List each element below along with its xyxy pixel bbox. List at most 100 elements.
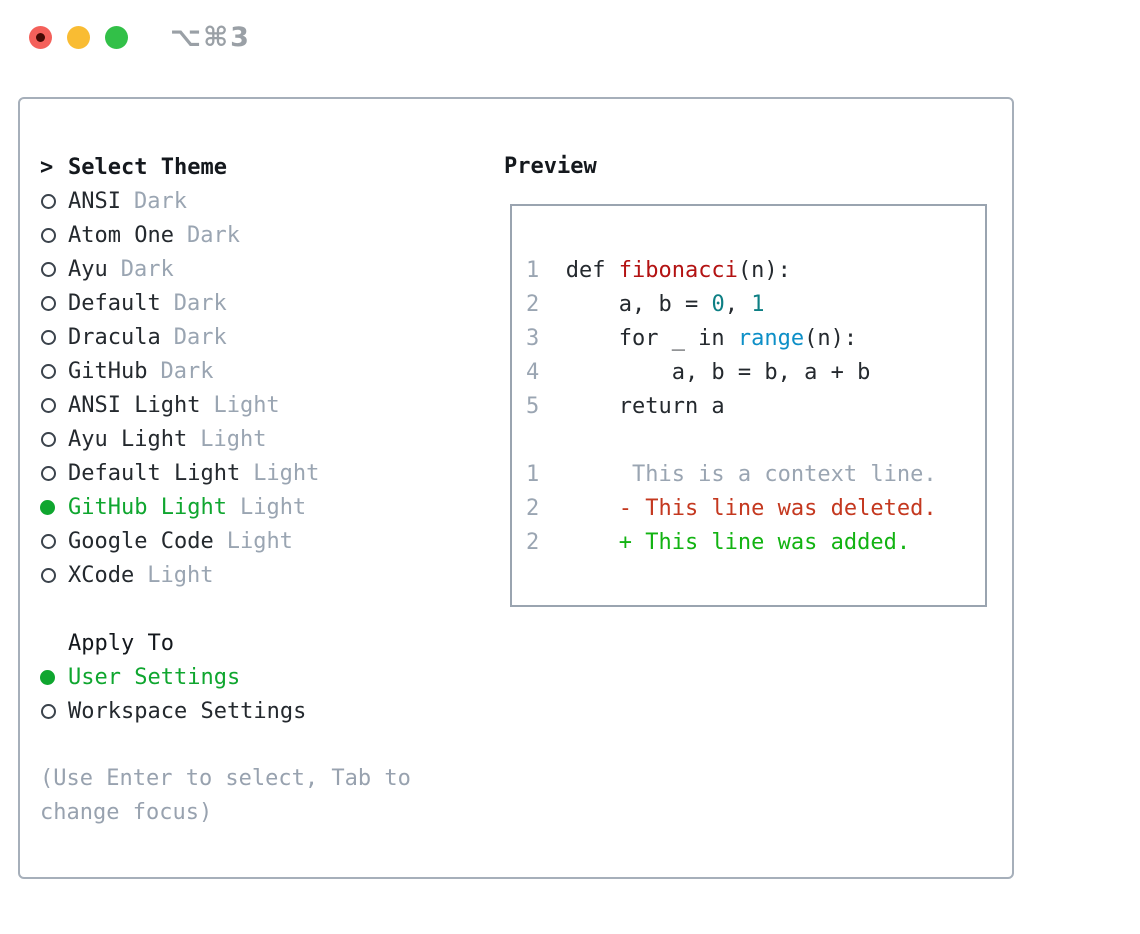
code-line: 1 def fibonacci(n):	[526, 254, 985, 288]
option-label: Default Light	[68, 460, 241, 486]
radio-unselected-icon	[41, 567, 56, 583]
option-label: Dracula	[68, 324, 161, 350]
theme-option-github[interactable]: GitHub Dark	[40, 354, 480, 388]
diff-line: 2 + This line was added.	[526, 526, 985, 560]
option-label: Workspace Settings	[68, 698, 307, 724]
theme-option-default-light[interactable]: Default Light Light	[40, 456, 480, 490]
radio-selected-icon	[40, 669, 55, 685]
option-label: GitHub	[68, 358, 148, 384]
code-token: - This line was deleted.	[565, 496, 937, 521]
code-token: a, b =	[565, 292, 712, 317]
option-label: ANSI	[68, 188, 121, 214]
zoom-button[interactable]	[105, 26, 128, 49]
close-button[interactable]	[29, 26, 52, 49]
option-label: GitHub Light	[68, 494, 227, 520]
code-line: 5 return a	[526, 390, 985, 424]
theme-option-default[interactable]: Default Dark	[40, 286, 480, 320]
line-number: 5	[526, 394, 540, 419]
line-number: 2	[526, 496, 540, 521]
radio-unselected-icon	[41, 261, 56, 277]
select-theme-header: > Select Theme	[40, 150, 480, 184]
code-token: 0	[711, 292, 725, 317]
radio-unselected-icon	[41, 465, 56, 481]
radio-unselected-icon	[41, 329, 56, 345]
line-number: 2	[526, 530, 540, 555]
code-token: (n):	[737, 258, 791, 283]
line-number: 1	[526, 258, 540, 283]
close-dot-icon	[36, 33, 45, 42]
line-number: 4	[526, 360, 540, 385]
theme-option-ayu-light[interactable]: Ayu Light Light	[40, 422, 480, 456]
theme-option-ansi-light[interactable]: ANSI Light Light	[40, 388, 480, 422]
theme-variant-tag: Dark	[120, 256, 174, 282]
apply-option-user-settings[interactable]: User Settings	[40, 660, 480, 694]
radio-unselected-icon	[41, 397, 56, 413]
code-token: def	[565, 258, 619, 283]
option-label: User Settings	[68, 664, 241, 690]
diff-line: 1 This is a context line.	[526, 458, 985, 492]
option-label: XCode	[68, 562, 135, 588]
option-label: Google Code	[68, 528, 214, 554]
theme-variant-tag: Dark	[186, 222, 240, 248]
option-label: Ayu Light	[68, 426, 188, 452]
option-label: Default	[68, 290, 161, 316]
code-token: fibonacci	[618, 258, 738, 283]
theme-variant-tag: Dark	[160, 358, 214, 384]
radio-unselected-icon	[41, 363, 56, 379]
radio-unselected-icon	[41, 431, 56, 447]
code-token: a, b = b, a + b	[565, 360, 871, 385]
hint-line-1: (Use Enter to select, Tab to	[40, 766, 411, 791]
keyboard-hint: (Use Enter to select, Tab to change focu…	[40, 762, 480, 830]
code-line: 2 a, b = 0, 1	[526, 288, 985, 322]
radio-unselected-icon	[41, 193, 56, 209]
code-token: return a	[565, 394, 725, 419]
code-token: ,	[724, 292, 752, 317]
theme-variant-tag: Light	[253, 460, 320, 486]
radio-selected-icon	[40, 499, 55, 515]
preview-title: Preview	[504, 154, 597, 179]
apply-to-header: Apply To	[40, 626, 480, 660]
theme-option-atom-one[interactable]: Atom One Dark	[40, 218, 480, 252]
window-title: ⌥⌘3	[170, 22, 251, 53]
radio-unselected-icon	[41, 295, 56, 311]
code-token: This is a context line.	[565, 462, 937, 487]
option-label: ANSI Light	[68, 392, 201, 418]
theme-variant-tag: Light	[147, 562, 214, 588]
code-token: range	[737, 326, 805, 351]
theme-variant-tag: Light	[213, 392, 280, 418]
select-theme-title: Select Theme	[68, 154, 227, 180]
cursor-chevron-icon: >	[40, 154, 54, 180]
theme-variant-tag: Light	[239, 494, 307, 520]
apply-option-workspace-settings[interactable]: Workspace Settings	[40, 694, 480, 728]
code-token: 1	[751, 292, 765, 317]
option-label: Atom One	[68, 222, 174, 248]
theme-option-xcode[interactable]: XCode Light	[40, 558, 480, 592]
theme-variant-tag: Dark	[173, 290, 227, 316]
theme-variant-tag: Dark	[133, 188, 187, 214]
code-line: 4 a, b = b, a + b	[526, 356, 985, 390]
code-line: 3 for _ in range(n):	[526, 322, 985, 356]
theme-option-ayu[interactable]: Ayu Dark	[40, 252, 480, 286]
apply-to-title: Apply To	[68, 630, 174, 656]
option-label: Ayu	[68, 256, 108, 282]
radio-unselected-icon	[41, 703, 56, 719]
minimize-button[interactable]	[67, 26, 90, 49]
code-token: (n):	[804, 326, 858, 351]
theme-option-github-light[interactable]: GitHub Light Light	[40, 490, 480, 524]
theme-variant-tag: Light	[226, 528, 293, 554]
radio-unselected-icon	[41, 533, 56, 549]
radio-unselected-icon	[41, 227, 56, 243]
theme-variant-tag: Light	[200, 426, 267, 452]
theme-option-ansi[interactable]: ANSI Dark	[40, 184, 480, 218]
line-number: 3	[526, 326, 540, 351]
theme-option-google-code[interactable]: Google Code Light	[40, 524, 480, 558]
